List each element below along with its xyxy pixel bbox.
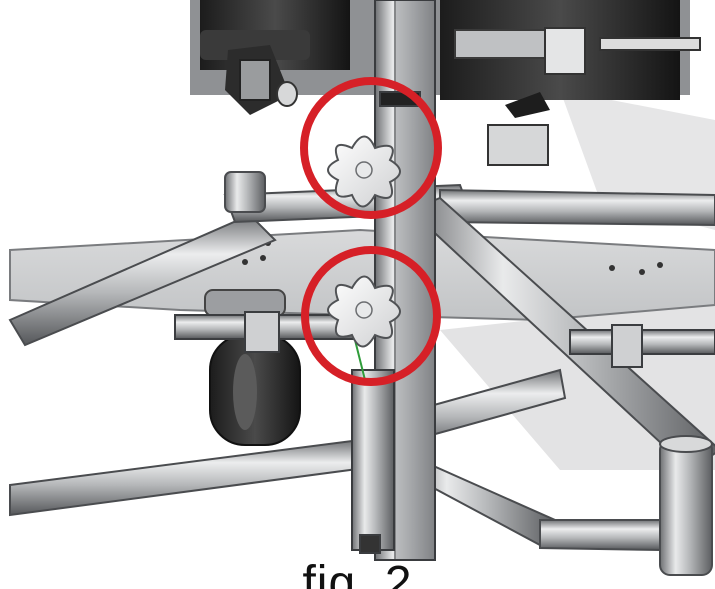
top-mechanism (190, 0, 701, 166)
figure-caption: fig. 2 (0, 560, 715, 589)
upper-star-knob (327, 135, 401, 208)
caption-text: fig. 2 (302, 560, 413, 589)
lower-star-knob (327, 275, 401, 348)
upper-knob-highlight-circle (300, 77, 442, 219)
lower-knob-highlight-circle (301, 246, 441, 386)
clamp-bar (174, 311, 715, 368)
caster-wheel (204, 289, 301, 446)
